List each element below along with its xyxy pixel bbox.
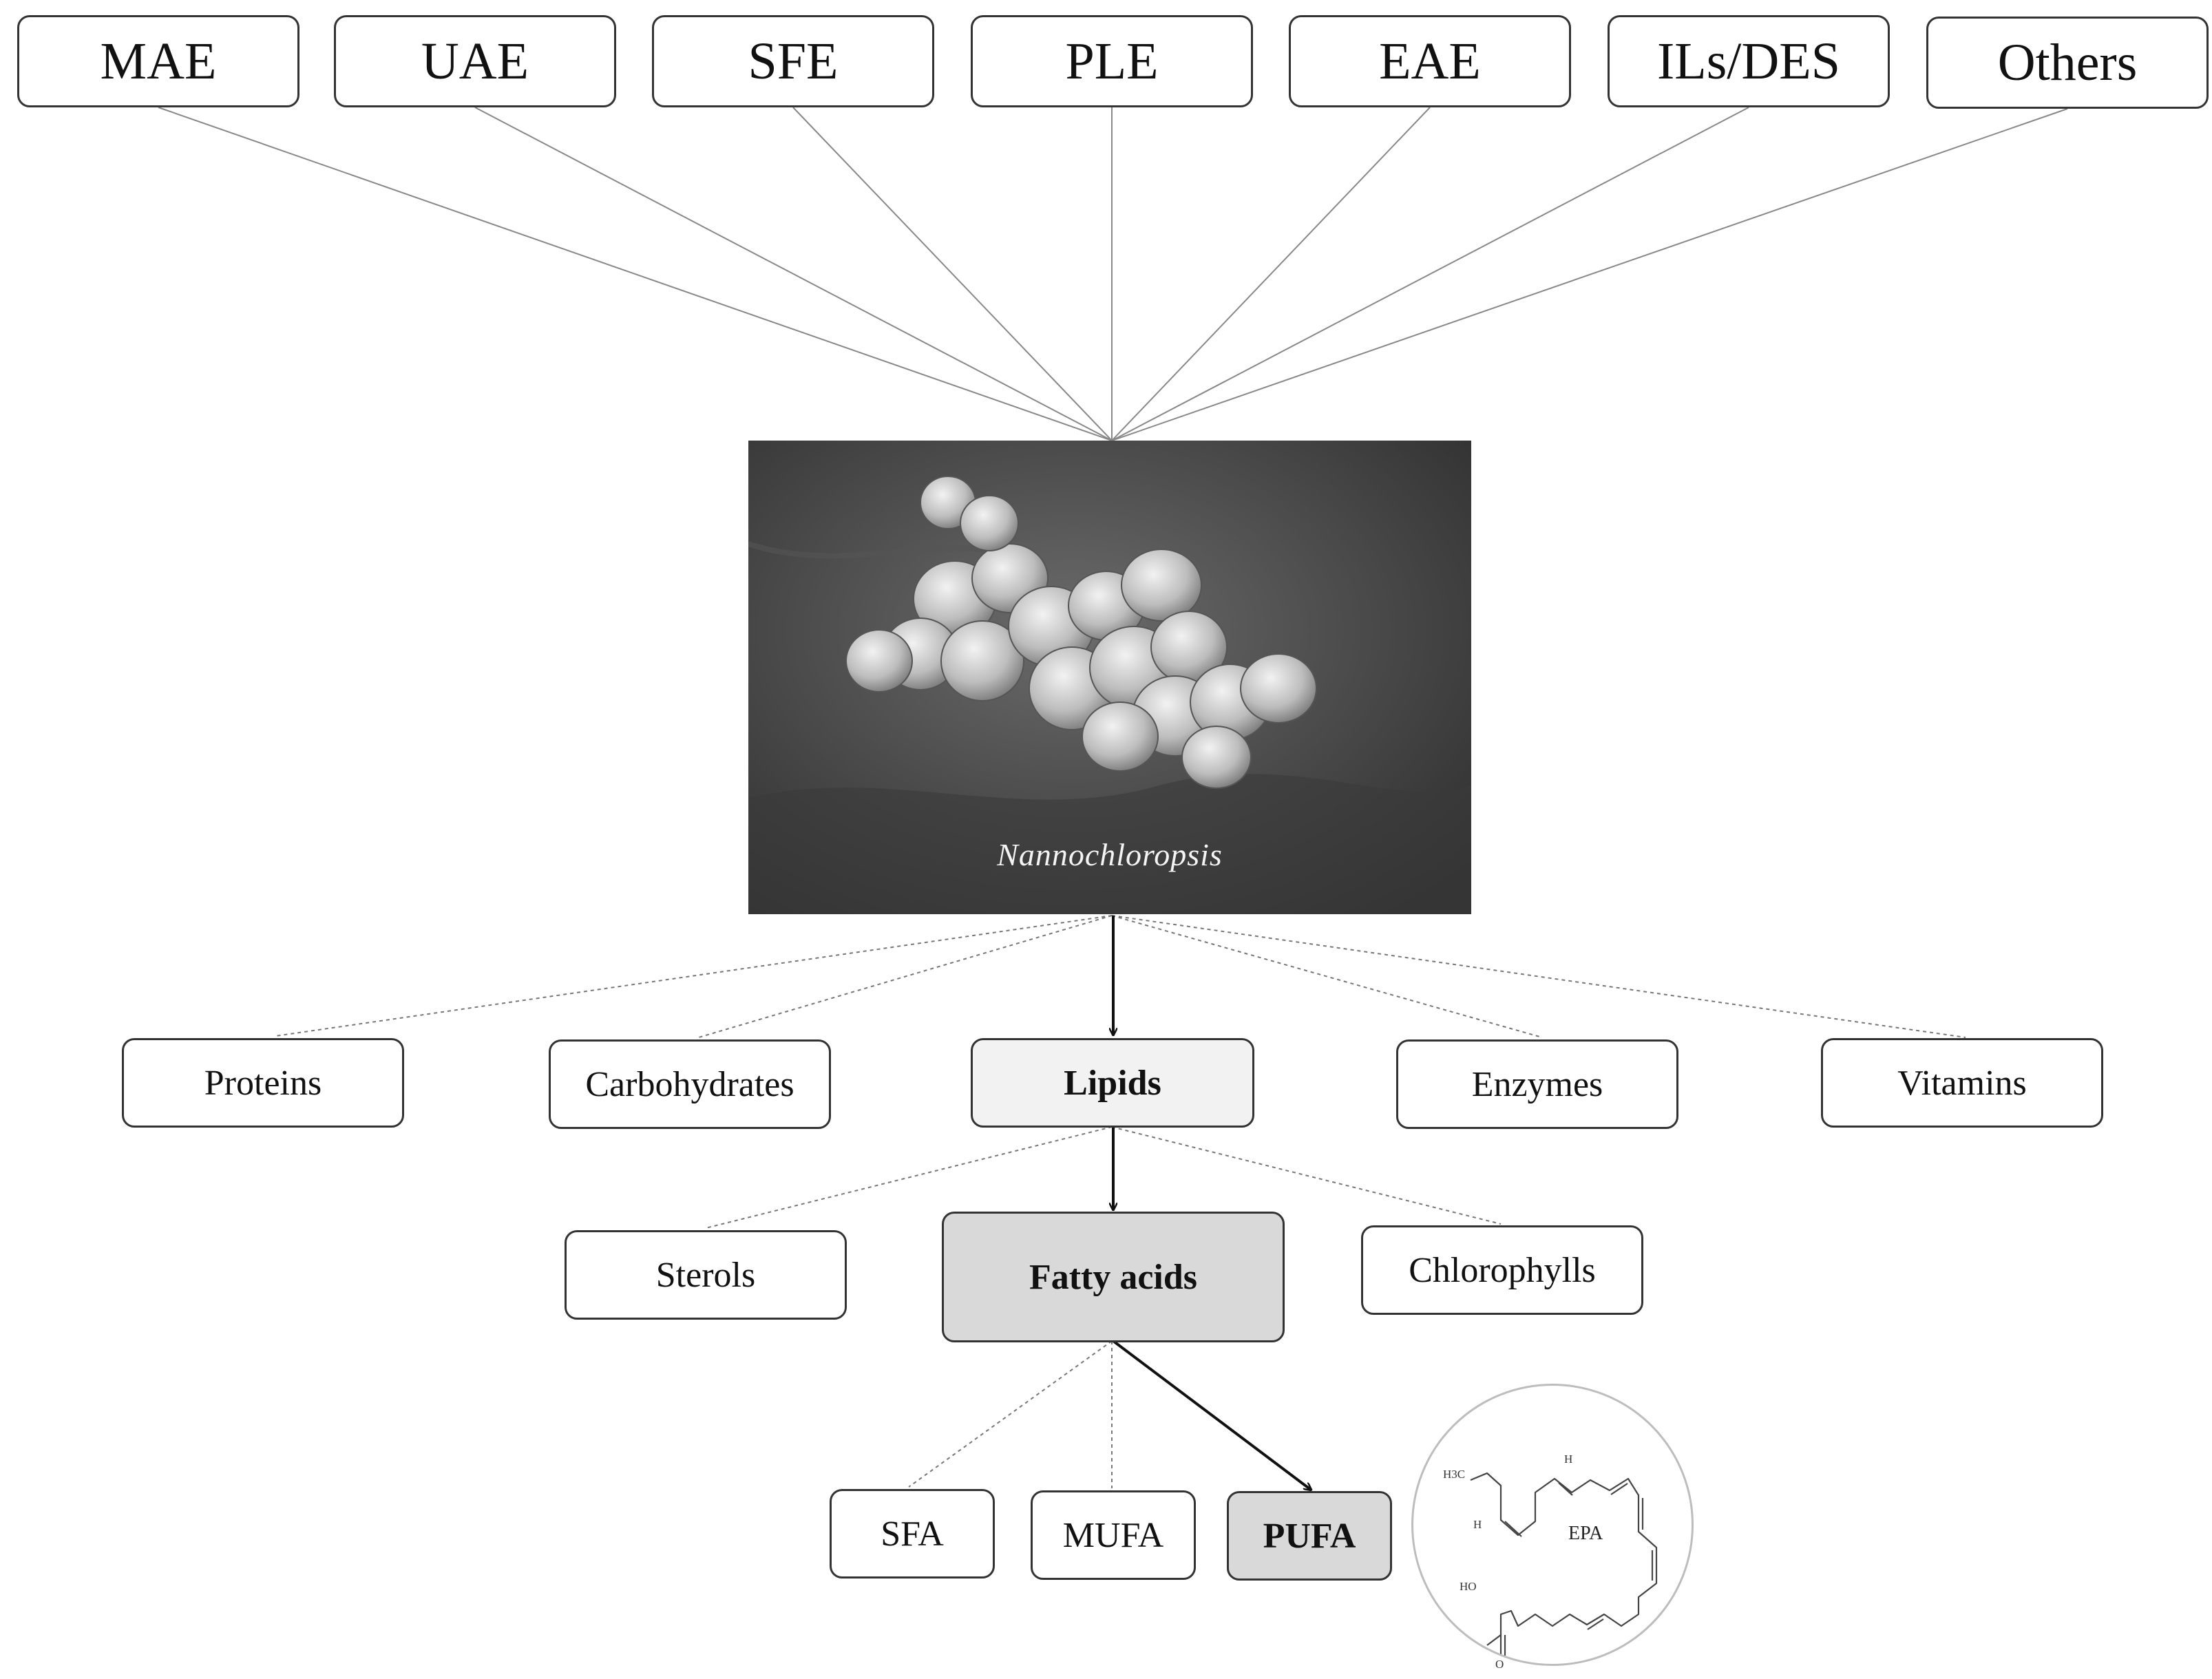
fatty-acid-sfa-box: SFA [830, 1489, 995, 1578]
epa-molecule-circle [1411, 1384, 1694, 1666]
epa-hydrogen-label-2: H [1473, 1518, 1482, 1531]
epa-oxygen-label: O [1495, 1658, 1504, 1671]
epa-hydrogen-label-1: H [1564, 1453, 1573, 1466]
method-mae-box: MAE [17, 15, 299, 107]
method-ils-des-box: ILs/DES [1608, 15, 1890, 107]
nannochloropsis-micrograph: Nannochloropsis [748, 441, 1471, 914]
lipid-chlorophylls-box: Chlorophylls [1361, 1225, 1643, 1315]
method-fan-lines [158, 107, 2068, 441]
component-carbohydrates-box: Carbohydrates [549, 1039, 831, 1129]
component-vitamins-box: Vitamins [1821, 1038, 2103, 1128]
component-lipids-box: Lipids [971, 1038, 1254, 1128]
method-ple-box: PLE [971, 15, 1253, 107]
epa-hydroxyl-label: HO [1460, 1580, 1477, 1593]
method-eae-box: EAE [1289, 15, 1571, 107]
main-flow-arrows [1113, 916, 1311, 1490]
photo-caption: Nannochloropsis [997, 837, 1223, 872]
method-uae-box: UAE [334, 15, 616, 107]
component-proteins-box: Proteins [122, 1038, 404, 1128]
epa-methyl-label: H3C [1443, 1468, 1466, 1481]
fatty-acid-mufa-box: MUFA [1031, 1490, 1196, 1580]
component-dotted-lines [275, 915, 1966, 1488]
epa-name-label: EPA [1568, 1523, 1603, 1544]
lipid-sterols-box: Sterols [565, 1230, 847, 1320]
fatty-acid-pufa-box: PUFA [1227, 1491, 1392, 1581]
lipid-fatty-acids-box: Fatty acids [942, 1212, 1285, 1342]
method-others-box: Others [1926, 17, 2209, 109]
micrograph-image [748, 441, 1471, 914]
method-sfe-box: SFE [652, 15, 934, 107]
component-enzymes-box: Enzymes [1396, 1039, 1678, 1129]
